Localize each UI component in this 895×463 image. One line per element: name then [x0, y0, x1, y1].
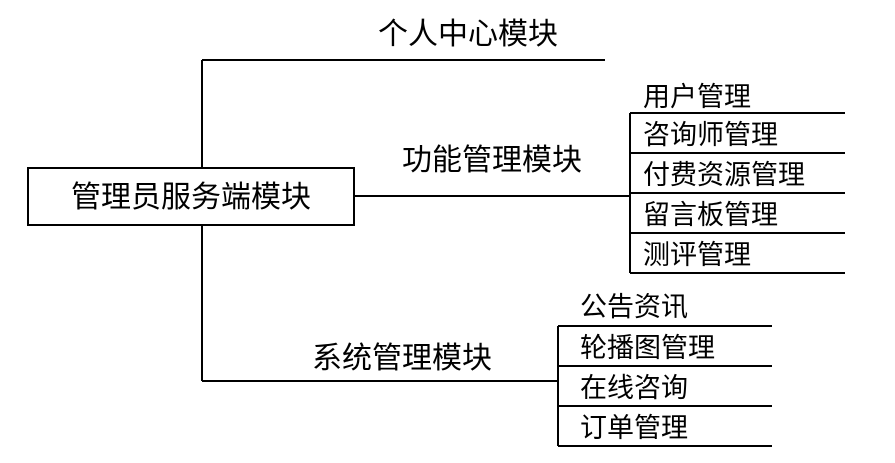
leaf-paid-resource-management: 付费资源管理	[643, 160, 805, 191]
leaf-online-consultation: 在线咨询	[580, 373, 688, 404]
leaf-announcement-news: 公告资讯	[580, 292, 688, 323]
root-node: 管理员服务端模块	[27, 167, 355, 226]
leaf-message-board-management: 留言板管理	[643, 200, 778, 231]
connectors	[201, 59, 630, 382]
system-leaf-group: 公告资讯 轮播图管理 在线咨询 订单管理	[557, 292, 772, 447]
branch-function-label: 功能管理模块	[402, 143, 582, 178]
leaf-carousel-management: 轮播图管理	[580, 333, 715, 364]
root-node-label: 管理员服务端模块	[71, 180, 311, 215]
leaf-order-management: 订单管理	[580, 413, 688, 444]
leaf-assessment-management: 测评管理	[643, 240, 751, 271]
leaf-counselor-management: 咨询师管理	[643, 120, 778, 151]
function-leaf-group: 用户管理 咨询师管理 付费资源管理 留言板管理 测评管理	[629, 82, 845, 274]
leaf-user-management: 用户管理	[643, 82, 751, 113]
branch-system-label: 系统管理模块	[312, 341, 492, 376]
branch-personal-label: 个人中心模块	[378, 17, 558, 52]
